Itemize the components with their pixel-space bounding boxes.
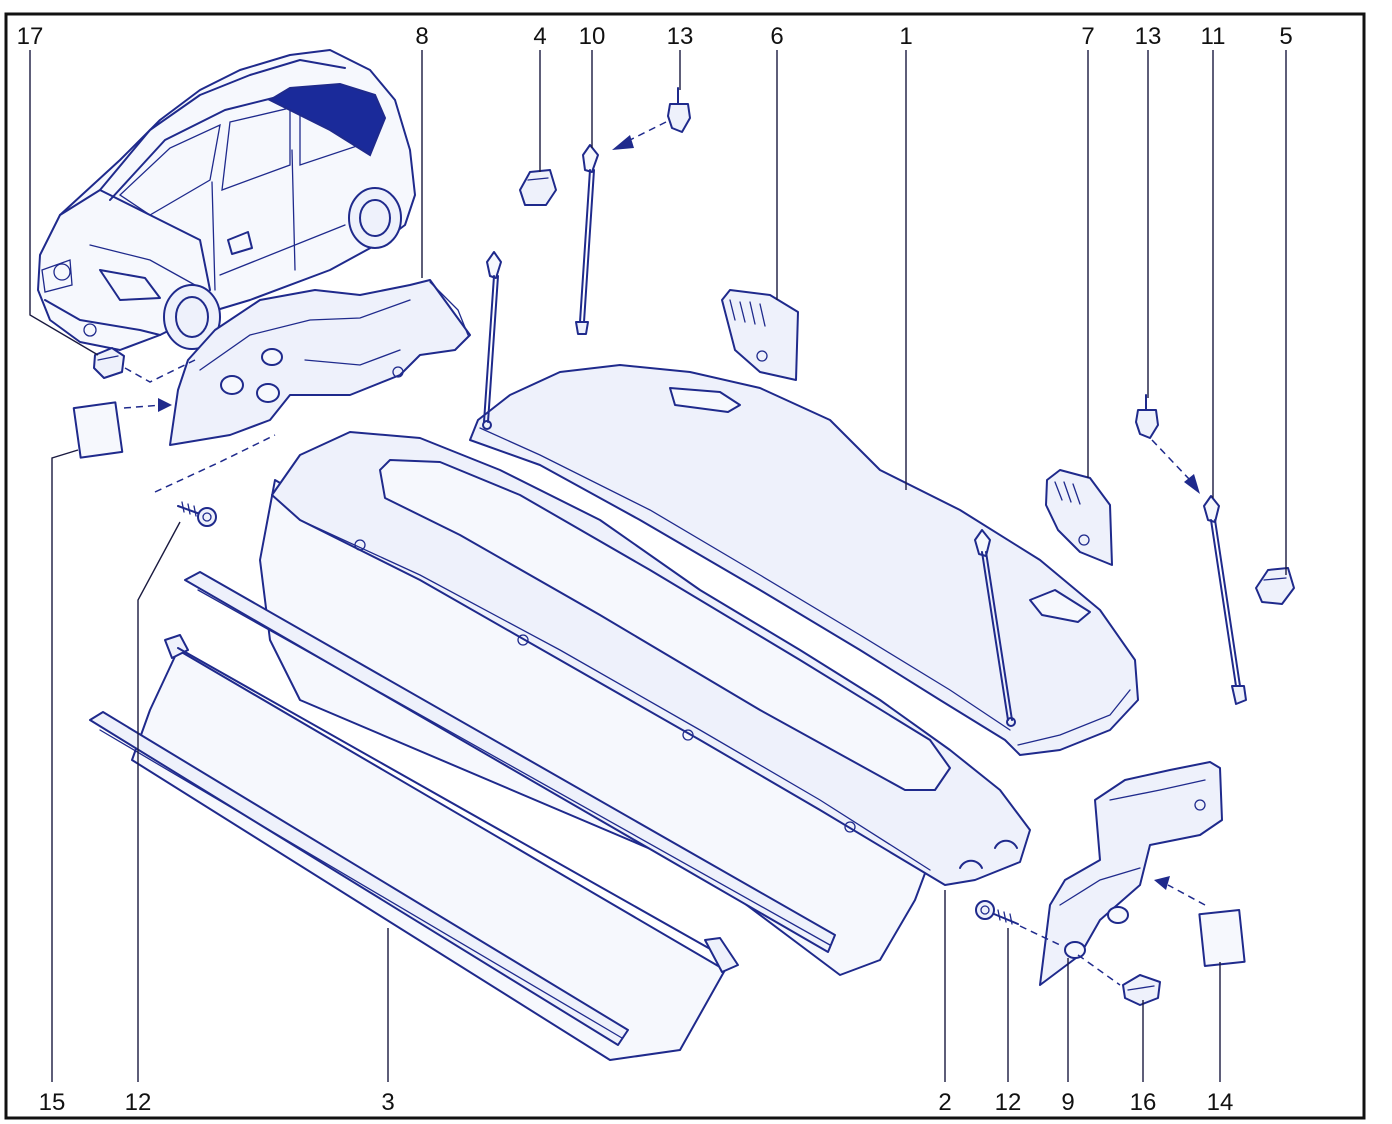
callout-8: 8 [415,23,428,50]
callout-6: 6 [770,23,783,50]
bracket-part-7 [1045,469,1113,566]
callout-13-top: 13 [667,23,694,50]
screw-part-12-left [177,501,217,527]
tray-part-2 [259,431,1031,976]
shelf-strap-left [482,251,502,430]
patch-part-14 [1198,909,1246,967]
callout-11: 11 [1201,23,1226,50]
callout-numbers: 17 8 4 10 13 6 1 7 13 11 5 15 12 3 2 12 … [17,23,1293,1116]
shelf-strap-right [974,529,1016,727]
pushpin-part-13-top [667,87,691,133]
callout-15: 15 [39,1089,66,1116]
leader-lines [29,50,1287,1082]
roller-blind-part-3 [89,571,836,1061]
pushpin-part-13-right [1135,394,1159,439]
callout-10: 10 [579,23,606,50]
clip-part-17 [93,347,125,379]
patch-part-15 [72,401,124,459]
screw-part-12-right [975,900,1019,925]
clip-part-16 [1122,974,1161,1006]
callout-13-right: 13 [1135,23,1162,50]
callout-17: 17 [17,23,44,50]
strap-part-10 [575,144,599,335]
callout-12-right: 12 [995,1089,1022,1116]
callout-16: 16 [1130,1089,1157,1116]
clip-part-4 [519,169,557,206]
callout-3: 3 [381,1089,394,1116]
parcel-shelf-part-1 [469,364,1139,756]
callout-7: 7 [1081,23,1094,50]
callout-14: 14 [1207,1089,1234,1116]
callout-5: 5 [1279,23,1292,50]
callout-9: 9 [1061,1089,1074,1116]
left-trim-panel [169,279,471,446]
callout-4: 4 [533,23,546,50]
strap-part-11 [1203,495,1247,705]
callout-1: 1 [899,23,912,50]
car-overview-illustration [37,49,416,351]
callout-12-left: 12 [125,1089,152,1116]
bracket-part-6 [721,289,799,381]
parcel-shelf-highlight [267,82,387,157]
callout-2: 2 [938,1089,951,1116]
clip-part-5 [1255,567,1295,605]
right-trim-panel [1039,761,1223,986]
